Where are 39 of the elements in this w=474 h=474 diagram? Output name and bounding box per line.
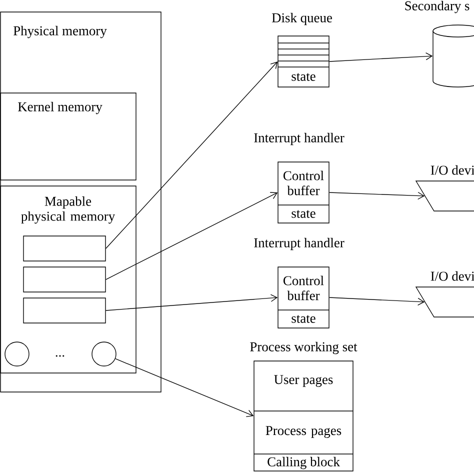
working-set-box xyxy=(250,342,358,472)
label: state xyxy=(292,73,316,81)
disk-cylinder xyxy=(405,0,474,88)
label: Calling block xyxy=(268,456,340,470)
arrow xyxy=(329,192,425,200)
label: Interrupt handler xyxy=(254,238,344,250)
memory-slot-circle xyxy=(92,342,116,366)
label: Physical memory xyxy=(14,26,107,38)
arrow xyxy=(106,294,278,311)
arrow xyxy=(329,52,433,62)
label: Interrupt handler xyxy=(254,132,344,146)
label: User pages xyxy=(274,375,333,387)
memory-slot-box xyxy=(23,298,106,324)
label: Disk queue xyxy=(272,12,332,26)
memory-box xyxy=(0,92,136,180)
arrow xyxy=(329,297,425,306)
label: state xyxy=(292,210,316,218)
label: Secondary s xyxy=(405,0,470,14)
label: state xyxy=(292,315,316,323)
memory-slot-box xyxy=(23,236,106,262)
label: Process working set xyxy=(250,342,358,354)
memory-slot-circle xyxy=(4,342,30,366)
label: Control buffer xyxy=(284,276,324,300)
label: Mapable physical memory xyxy=(21,196,116,224)
memory-slot-box xyxy=(23,266,106,292)
arrow xyxy=(106,192,278,280)
memory-box xyxy=(0,12,162,392)
label: Process pages xyxy=(266,426,342,438)
label: Kernel memory xyxy=(18,102,102,114)
queue-box xyxy=(272,12,332,88)
device-shape xyxy=(415,271,474,318)
dots-label: ... xyxy=(56,355,64,357)
memory-box xyxy=(0,186,136,374)
handler-box xyxy=(254,132,344,224)
arrow xyxy=(115,358,254,418)
handler-box xyxy=(254,238,344,328)
device-shape xyxy=(415,165,474,212)
arrow xyxy=(106,62,278,249)
label: Control buffer xyxy=(284,170,324,196)
